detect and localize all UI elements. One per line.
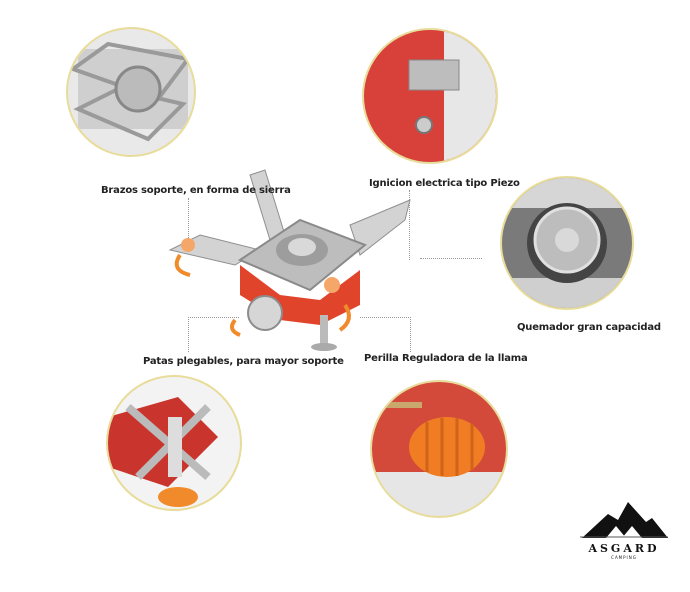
detail-burner-image (500, 176, 634, 310)
label-arms: Brazos soporte, en forma de sierra (101, 185, 291, 196)
leader-ignition (409, 190, 410, 260)
logo-sub: CAMPING (611, 555, 637, 560)
leader-arms (188, 198, 189, 238)
mountain-icon (580, 502, 668, 538)
leader-burner (420, 258, 482, 259)
label-legs: Patas plegables, para mayor soporte (143, 356, 344, 367)
detail-ignition-image (362, 28, 498, 164)
detail-arms-image (66, 27, 196, 157)
logo-name: ASGARD (588, 542, 660, 555)
asgard-logo: ASGARD CAMPING (578, 500, 670, 562)
stove-image (160, 165, 420, 355)
leader-legs (188, 317, 239, 352)
detail-knob-image (370, 380, 508, 518)
label-knob: Perilla Reguladora de la llama (364, 353, 528, 364)
label-ignition: Ignicion electrica tipo Piezo (369, 178, 520, 189)
label-burner: Quemador gran capacidad (517, 322, 661, 333)
detail-legs-image (106, 375, 242, 511)
leader-knob (360, 317, 411, 352)
